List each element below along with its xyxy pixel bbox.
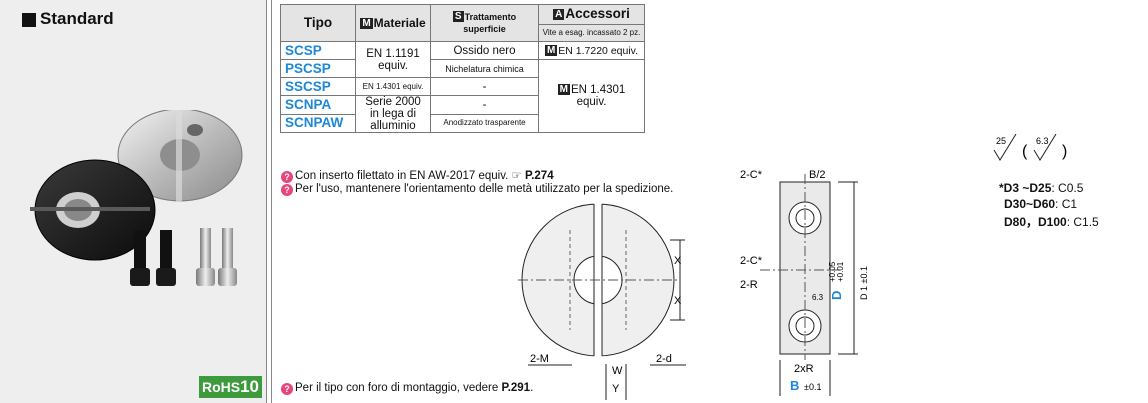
dim-2xr: 2xR	[794, 363, 814, 375]
label-2-c-mid: 2-C*	[740, 255, 763, 267]
material-cell: EN 1.4301 equiv.	[355, 77, 431, 96]
roughness-a: 25	[996, 136, 1006, 146]
roughness-b: 6.3	[1036, 136, 1049, 146]
treatment-cell: Nichelatura chimica	[430, 59, 539, 78]
section-title: Standard	[40, 9, 114, 28]
dim-x-lower: X	[674, 295, 682, 307]
product-panel: Standard	[0, 0, 266, 403]
technical-drawing: X X 2-M 2-d W Y 2-C* B/2 2-C* 2-R 6.3 D …	[518, 169, 869, 400]
note-mounting-hole: ?Per il tipo con foro di montaggio, vede…	[281, 382, 533, 395]
dim-b-tol: ±0.1	[804, 382, 821, 392]
chamfer-spec: D80，D100: C1.5	[1004, 215, 1099, 229]
dim-b-half: B/2	[809, 169, 826, 181]
dim-d-tol-lower: +0.01	[836, 261, 845, 282]
material-cell: EN 1.1191 equiv.	[355, 41, 431, 78]
label-2-d: 2-d	[656, 353, 672, 365]
type-code: SCSP	[280, 41, 356, 60]
treatment-cell: Anodizzato trasparente	[430, 113, 539, 133]
divider	[266, 0, 267, 403]
page-reference-link[interactable]: P.274	[525, 170, 554, 182]
black-collar	[30, 159, 156, 261]
dim-b: B	[790, 378, 799, 393]
side-view	[760, 174, 858, 396]
page-reference-link[interactable]: P.291	[501, 382, 531, 394]
treatment-cell: -	[430, 95, 539, 115]
svg-text:(: (	[1022, 143, 1028, 160]
label-2-m: 2-M	[530, 353, 549, 365]
treatment-cell: Ossido nero	[430, 41, 539, 60]
note-insert: ?Con inserto filettato in EN AW-2017 equ…	[281, 168, 554, 183]
dim-w: W	[612, 365, 623, 377]
label-2-c-top: 2-C*	[740, 169, 763, 181]
surface-finish-symbol: 25 ( 6.3 )	[993, 133, 1067, 161]
material-cell: Serie 2000 in lega di alluminio	[355, 95, 431, 133]
hint-icon: ?	[281, 383, 293, 395]
silver-screws	[196, 228, 237, 286]
roughness-label: 6.3	[812, 293, 824, 302]
black-screws	[130, 230, 176, 286]
dim-x-upper: X	[674, 255, 682, 267]
product-photo	[30, 110, 243, 286]
type-code: SCNPAW	[280, 113, 356, 133]
header-tipo: Tipo	[280, 4, 356, 42]
hint-icon: ?	[281, 184, 293, 196]
treatment-cell: -	[430, 77, 539, 96]
front-view	[518, 202, 685, 400]
dim-y: Y	[612, 383, 620, 395]
chamfer-spec: *D3 ~D25: C0.5	[999, 181, 1084, 195]
dim-d1: D 1 ±0.1	[859, 266, 869, 300]
divider	[271, 0, 272, 403]
type-code: SSCSP	[280, 77, 356, 96]
hint-icon: ?	[281, 171, 293, 183]
type-code: SCNPA	[280, 95, 356, 115]
silver-collar	[117, 110, 243, 202]
type-code: PSCSP	[280, 59, 356, 78]
dim-d-letter: D	[829, 291, 844, 300]
title-square-icon	[22, 13, 36, 27]
label-2-r: 2-R	[740, 279, 758, 291]
dim-d-tol-upper: +0.05	[828, 261, 837, 282]
page-ref-icon: ☞	[511, 170, 522, 182]
svg-text:): )	[1062, 143, 1067, 160]
note-orientation: ?Per l'uso, mantenere l'orientamento del…	[281, 183, 673, 196]
chamfer-spec: D30~D60: C1	[1004, 197, 1078, 211]
